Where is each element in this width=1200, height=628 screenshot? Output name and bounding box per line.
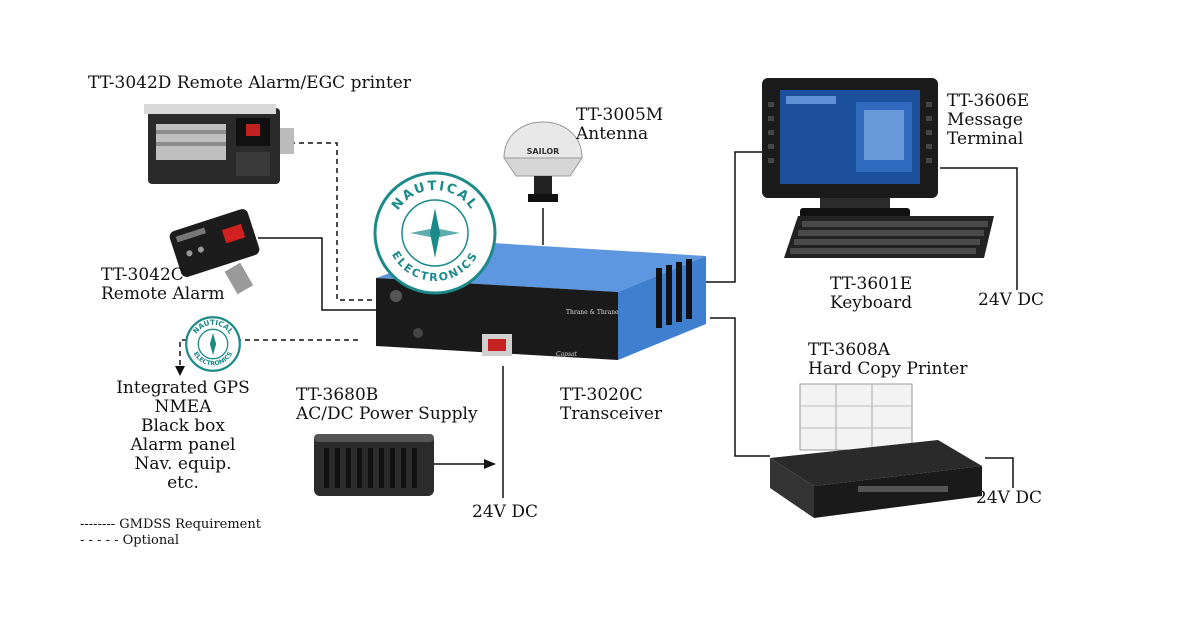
label-dc-psu: 24V DC	[472, 502, 538, 522]
label-dc-terminal: 24V DC	[978, 290, 1044, 310]
label-message-terminal: TT-3606E Message Terminal	[947, 92, 1029, 149]
hardcopy-printer-image	[770, 383, 982, 518]
label-keyboard: TT-3601E Keyboard	[830, 275, 912, 313]
label-hardcopy-name: Hard Copy Printer	[808, 359, 968, 379]
label-egc-printer: TT-3042D Remote Alarm/EGC printer	[88, 73, 411, 93]
wire-printer-power	[985, 457, 1014, 488]
nautical-electronics-logo: NAUTICAL ELECTRONICS	[373, 171, 497, 295]
transceiver-sub-text: Capsat	[556, 351, 578, 358]
label-terminal-line3: Terminal	[947, 129, 1024, 149]
label-power-supply: TT-3680B AC/DC Power Supply	[296, 386, 478, 424]
label-antenna-name: Antenna	[576, 124, 649, 144]
transceiver-heatsink	[656, 259, 692, 328]
label-keyboard-name: Keyboard	[830, 293, 913, 313]
wire-remote-alarm	[258, 237, 378, 311]
label-remote-alarm-model: TT-3042C	[101, 265, 184, 285]
gps-line: Nav. equip.	[134, 454, 232, 474]
egc-printer-image	[144, 104, 294, 184]
gps-line: Integrated GPS	[116, 378, 250, 398]
label-transceiver-name: Transceiver	[560, 404, 663, 424]
legend-dashed: - - - - - Optional	[80, 533, 180, 548]
antenna-image: SAILOR	[503, 121, 583, 202]
transceiver-brand-text: Thrane & Thrane	[566, 309, 619, 316]
label-keyboard-model: TT-3601E	[830, 274, 913, 294]
legend-solid: -------- GMDSS Requirement	[80, 517, 261, 532]
label-hardcopy-model: TT-3608A	[808, 340, 891, 360]
label-psu-model: TT-3680B	[296, 385, 379, 405]
gps-line: Black box	[141, 416, 225, 436]
wire-printer	[710, 317, 770, 457]
gps-line: NMEA	[154, 397, 212, 417]
label-terminal-model: TT-3606E	[947, 91, 1030, 111]
wire-terminal-power	[940, 167, 1018, 290]
keyboard-keys	[790, 221, 988, 254]
gps-line: etc.	[167, 473, 199, 493]
gps-line: Alarm panel	[130, 435, 236, 455]
nautical-electronics-logo-small: NAUTICAL ELECTRONICS	[185, 316, 241, 372]
label-dc-printer: 24V DC	[976, 488, 1042, 508]
label-terminal-line2: Message	[947, 110, 1023, 130]
label-remote-alarm: TT-3042C Remote Alarm	[101, 266, 225, 304]
arrow-gps	[175, 366, 185, 376]
power-supply-image	[314, 434, 434, 496]
label-transceiver-model: TT-3020C	[560, 385, 643, 405]
remote-alarm-image	[169, 209, 260, 295]
keyboard-image	[784, 216, 994, 258]
antenna-brand-text: SAILOR	[527, 147, 560, 156]
label-antenna-model: TT-3005M	[576, 105, 664, 125]
label-transceiver: TT-3020C Transceiver	[560, 386, 662, 424]
label-antenna: TT-3005M Antenna	[576, 106, 663, 144]
message-terminal-image	[762, 78, 938, 218]
label-psu-name: AC/DC Power Supply	[296, 404, 478, 424]
arrow-psu	[484, 459, 496, 469]
wire-terminal	[705, 151, 765, 283]
label-remote-alarm-name: Remote Alarm	[101, 284, 225, 304]
label-hardcopy-printer: TT-3608A Hard Copy Printer	[808, 341, 967, 379]
label-gps-list: Integrated GPS NMEA Black box Alarm pane…	[108, 379, 258, 493]
